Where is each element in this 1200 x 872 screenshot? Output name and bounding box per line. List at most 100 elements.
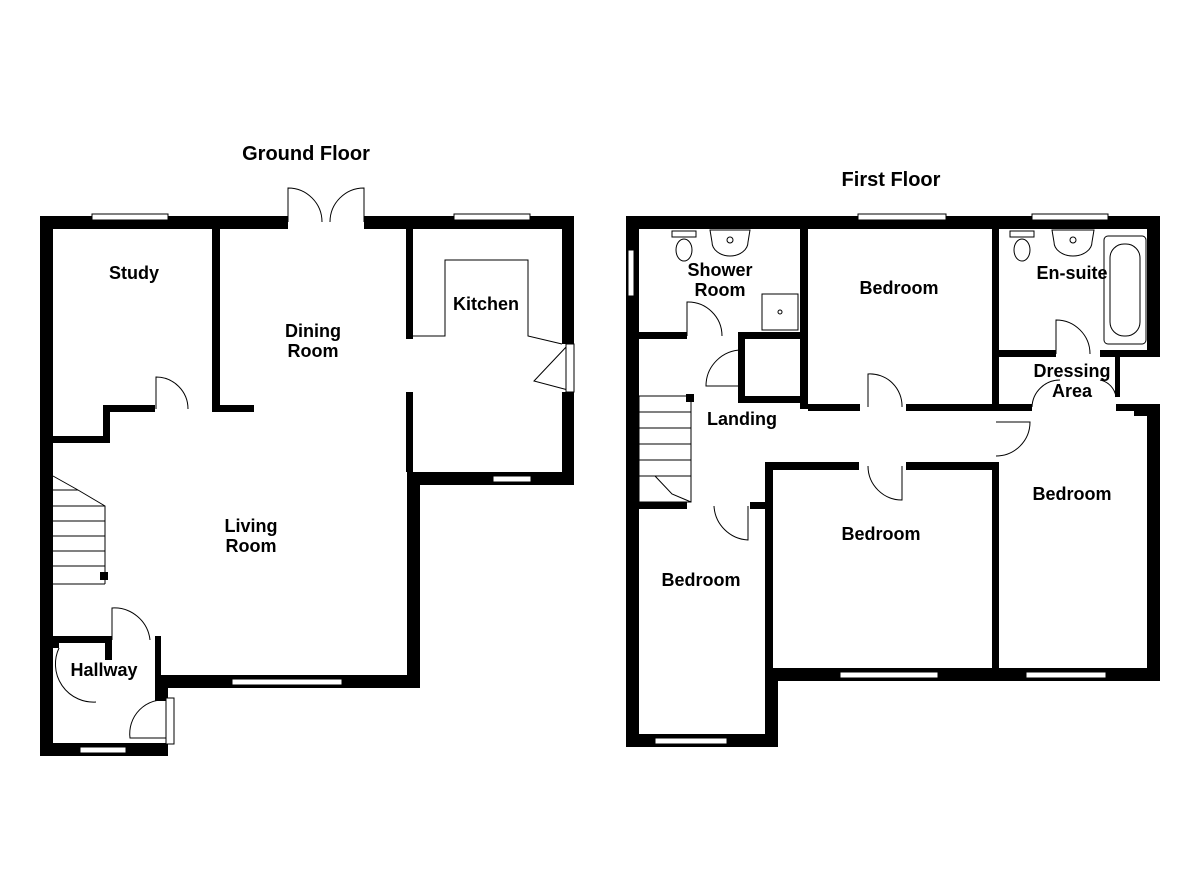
window (857, 213, 947, 221)
door-swing (867, 373, 903, 408)
window (231, 678, 343, 686)
wall (212, 229, 220, 409)
ground-floor: Ground Floor (40, 143, 575, 756)
room-label-bedroom-1: Bedroom (859, 278, 938, 298)
door-frame (565, 343, 575, 393)
door-swing (533, 344, 569, 391)
door-swing (995, 421, 1031, 457)
room-label-dressing-area: Area (1052, 381, 1093, 401)
wall (1147, 216, 1160, 356)
door-swing (867, 465, 903, 501)
wall (103, 405, 155, 412)
wall (992, 404, 1032, 411)
room-label-study: Study (109, 263, 159, 283)
door-swing (1099, 379, 1117, 398)
door-swing (129, 699, 169, 739)
window (91, 213, 169, 221)
wall (1147, 404, 1160, 681)
wall (626, 216, 639, 747)
room-label-living-room: Room (226, 536, 277, 556)
room-label-shower-room: Room (695, 280, 746, 300)
room-label-living: Living (225, 516, 278, 536)
basin-icon (709, 229, 751, 257)
wall (999, 350, 1056, 357)
wall (765, 462, 773, 668)
wall (407, 472, 420, 688)
wall (103, 405, 110, 443)
wall (738, 332, 808, 339)
wall (992, 229, 999, 411)
window (1025, 671, 1107, 679)
wall (40, 216, 53, 756)
room-label-en-suite: En-suite (1036, 263, 1107, 283)
door-swing (155, 376, 189, 410)
wall (808, 404, 860, 411)
wall (626, 216, 1160, 229)
door-swing (1031, 379, 1061, 408)
wall (750, 502, 773, 509)
room-label-hallway: Hallway (70, 660, 137, 680)
wall (406, 392, 413, 472)
window (79, 746, 127, 754)
wall (53, 636, 59, 648)
door-swing (287, 187, 323, 223)
wall (765, 668, 778, 747)
door-swing (111, 607, 151, 641)
room-label-bedroom-3: Bedroom (841, 524, 920, 544)
window (453, 213, 531, 221)
ground-floor-title: Ground Floor (242, 143, 370, 165)
wall (906, 462, 996, 470)
wall (1134, 404, 1160, 416)
wall (406, 229, 413, 339)
first-floor-title: First Floor (842, 169, 941, 191)
window (627, 249, 635, 297)
wall (105, 636, 112, 660)
window (492, 475, 532, 483)
room-label-landing: Landing (707, 409, 777, 429)
wall (992, 462, 999, 668)
room-label-dining: Dining (285, 321, 341, 341)
door-swing (713, 505, 749, 541)
wall (212, 405, 254, 412)
room-label-kitchen: Kitchen (453, 294, 519, 314)
window (654, 737, 728, 745)
wall (639, 332, 687, 339)
kitchen-counter (413, 259, 563, 345)
wall (738, 396, 808, 403)
wall (1100, 350, 1160, 357)
wall (800, 229, 808, 409)
wall (1116, 404, 1138, 411)
wall (562, 392, 574, 485)
door-swing (705, 349, 743, 387)
room-label-shower: Shower (687, 260, 752, 280)
wall (765, 462, 859, 470)
wall (1115, 357, 1120, 397)
bathtub-icon (1103, 235, 1147, 345)
wall (53, 436, 110, 443)
window (839, 671, 939, 679)
window (1031, 213, 1109, 221)
wall (155, 636, 161, 688)
wall (562, 216, 574, 344)
toilet-icon (671, 230, 697, 262)
room-label-dressing: Dressing (1033, 361, 1110, 381)
first-floor: First Floor (626, 169, 1160, 747)
staircase (52, 475, 108, 585)
room-label-dining-room: Room (288, 341, 339, 361)
staircase (638, 394, 694, 503)
toilet-icon (1009, 230, 1035, 262)
door-frame (165, 697, 175, 745)
wall (906, 404, 996, 411)
shower-tray-icon (761, 293, 799, 331)
door-swing (686, 301, 723, 337)
wall (639, 502, 687, 509)
door-swing (1055, 319, 1091, 355)
wall (407, 472, 574, 485)
room-label-bedroom-4: Bedroom (661, 570, 740, 590)
door-swing (329, 187, 365, 223)
basin-icon (1051, 229, 1095, 257)
room-label-bedroom-2: Bedroom (1032, 484, 1111, 504)
wall (53, 636, 110, 643)
